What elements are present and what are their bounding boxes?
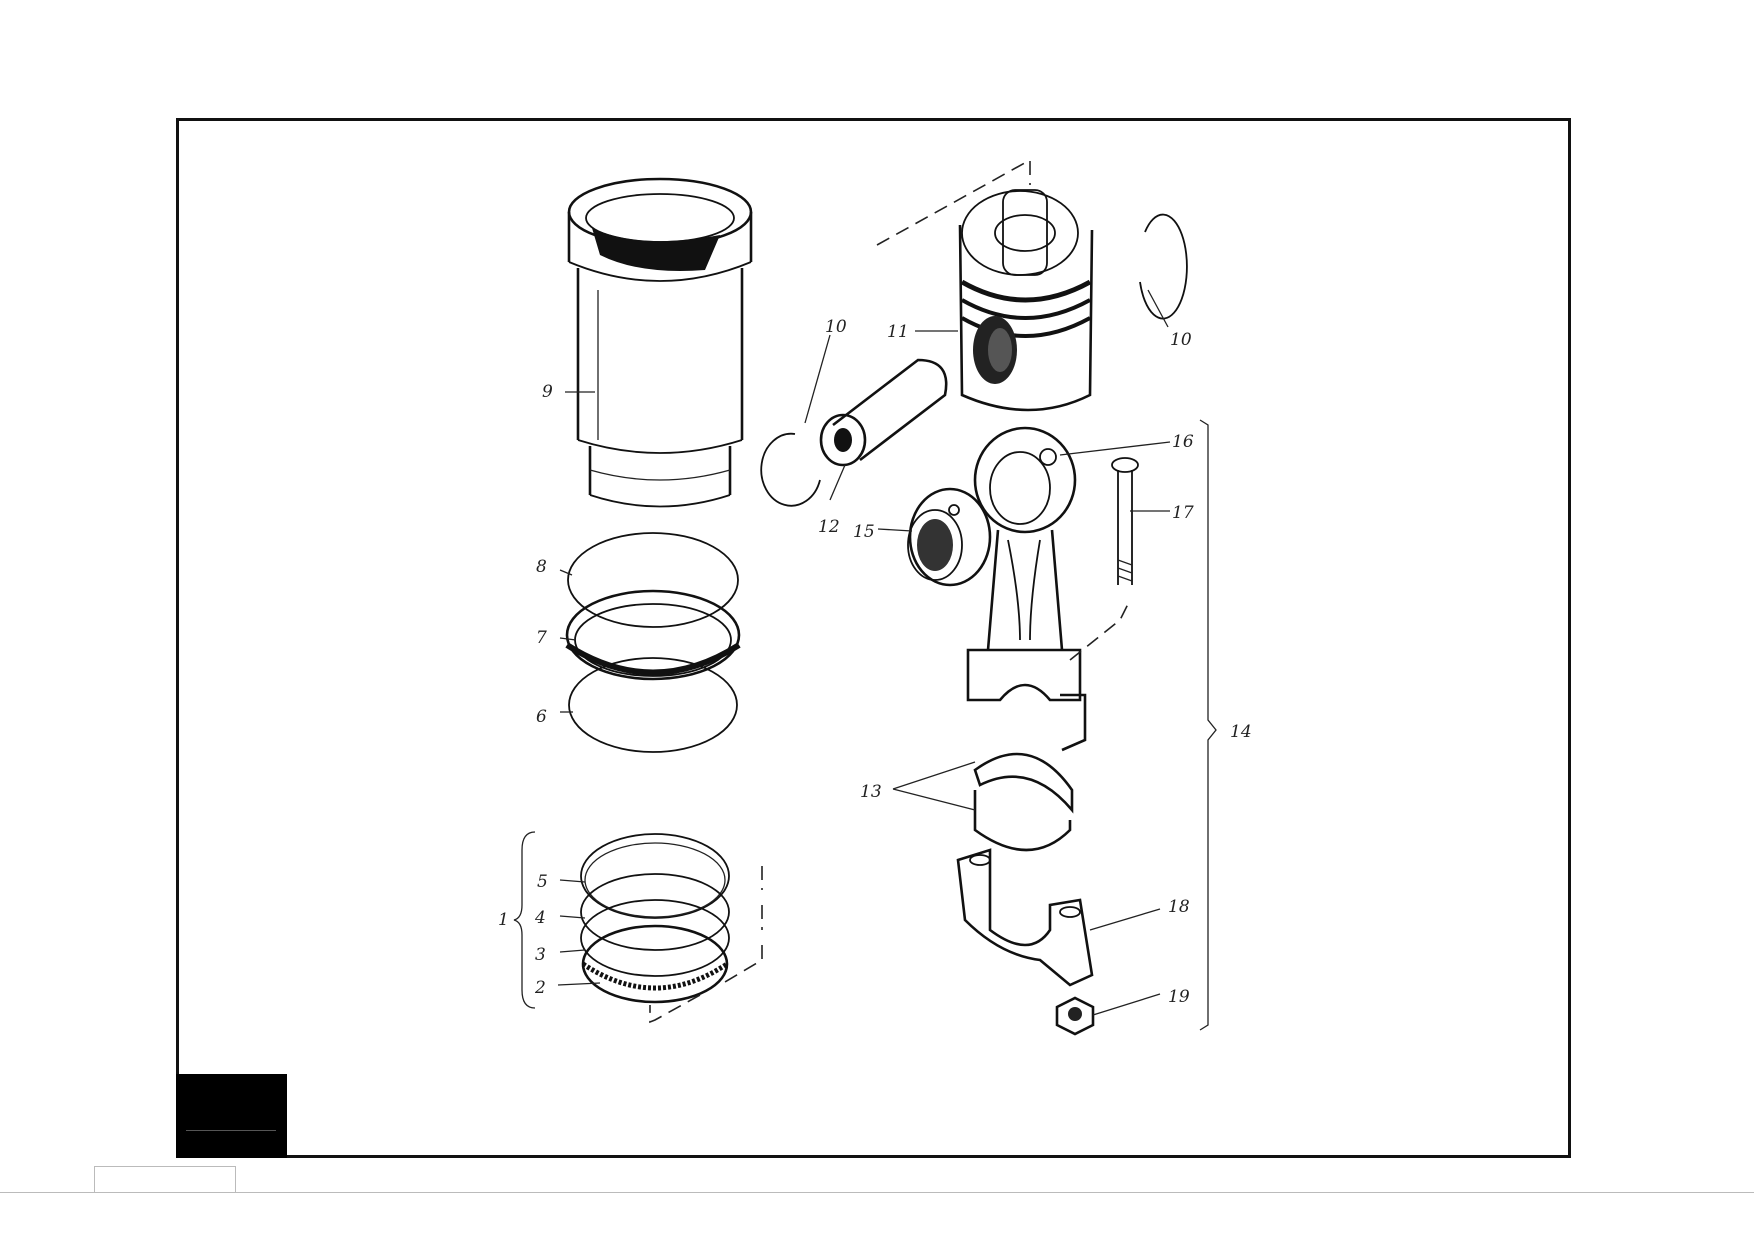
label-17: 17 [1172,503,1194,523]
title-block-marker [176,1074,287,1158]
page-tab [94,1166,236,1193]
label-1: 1 [498,910,509,930]
label-14: 14 [1230,722,1252,742]
connecting-rod-bolt [1111,457,1139,585]
piston-ring-set [580,833,730,1004]
axis-line-piston [876,158,1031,246]
seal-ring-6 [568,657,738,753]
circlip-right [1139,213,1188,320]
cylinder-liner [567,177,753,508]
nut [1055,996,1095,1036]
label-9: 9 [542,382,553,402]
brace-1 [513,831,536,1009]
label-10-left: 10 [825,317,847,337]
label-10-right: 10 [1170,330,1192,350]
label-3: 3 [535,945,546,965]
label-19: 19 [1168,987,1190,1007]
piston [958,189,1094,412]
label-12: 12 [818,517,840,537]
bearing-shells [973,752,1074,852]
drawing-frame [176,118,1571,1158]
page-bottom-rule [0,1192,1754,1193]
label-13: 13 [860,782,882,802]
connecting-rod [966,426,1087,752]
brace-14 [1199,419,1217,1031]
label-2: 2 [534,978,546,998]
label-6: 6 [536,707,547,727]
label-18: 18 [1168,897,1190,917]
label-8: 8 [536,557,547,577]
label-5: 5 [537,872,548,892]
axis-line [649,866,763,1024]
seal-ring-7 [565,589,741,681]
axis-line-bolt [1069,599,1131,661]
rod-cap [956,848,1094,987]
circlip-left [760,432,821,507]
small-end-bushing [907,487,992,587]
seal-ring-8 [567,532,739,628]
leader-lines [557,289,1171,1016]
label-7: 7 [536,628,547,648]
title-block-divider [186,1130,276,1131]
label-11: 11 [887,322,909,342]
label-4: 4 [534,908,546,928]
label-16: 16 [1172,432,1194,452]
piston-pin [819,358,948,467]
label-15: 15 [853,522,875,542]
